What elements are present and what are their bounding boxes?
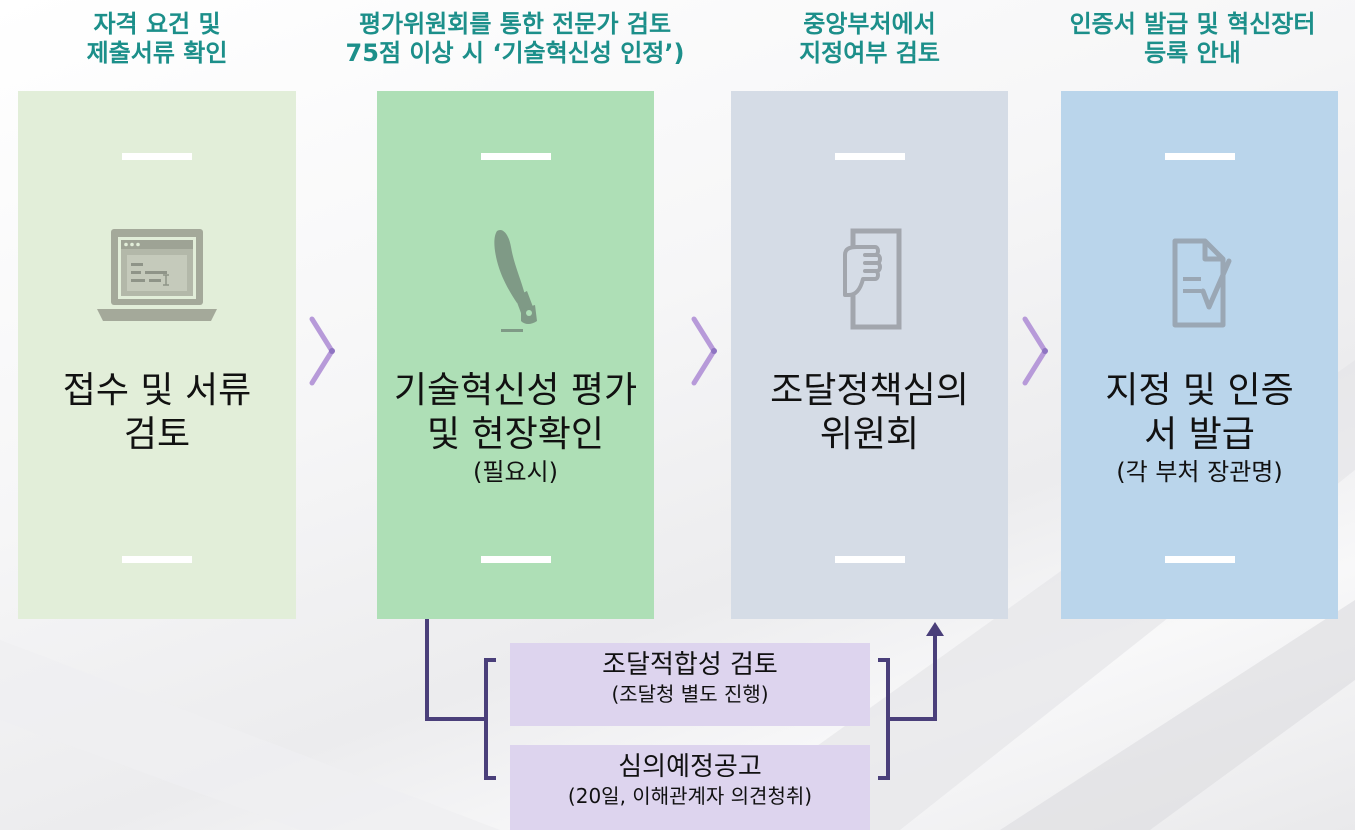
card-divider xyxy=(480,556,551,563)
parallel-box-suitability-review: 조달적합성 검토 (조달청 별도 진행) xyxy=(510,643,870,726)
laptop-icon xyxy=(97,229,217,321)
caption-step-2: 평가위원회를 통한 전문가 검토 75점 이상 시 ‘기술혁신성 인정’) xyxy=(345,10,685,67)
card-divider xyxy=(122,153,192,160)
card-divider xyxy=(834,556,905,563)
step-card-committee: 조달정책심의 위원회 xyxy=(731,91,1008,619)
step-title: 조달정책심의 위원회 xyxy=(770,370,969,455)
step-card-evaluation: 기술혁신성 평가 및 현장확인 (필요시) xyxy=(377,91,654,619)
chevron-right-icon xyxy=(309,316,335,386)
caption-step-4: 인증서 발급 및 혁신장터 등록 안내 xyxy=(1069,10,1316,67)
card-divider xyxy=(1164,153,1235,160)
step-subtitle: (각 부처 장관명) xyxy=(1116,458,1283,486)
pen-nib-icon xyxy=(493,229,537,332)
card-divider xyxy=(122,556,192,563)
step-subtitle: (필요시) xyxy=(473,458,558,486)
chevron-right-icon xyxy=(1022,316,1048,386)
caption-step-3: 중앙부처에서 지정여부 검토 xyxy=(799,10,940,67)
parallel-box-public-notice: 심의예정공고 (20일, 이해관계자 의견청취) xyxy=(510,745,870,830)
step-title: 접수 및 서류 검토 xyxy=(62,370,252,455)
card-divider xyxy=(834,153,905,160)
step-card-certification: 지정 및 인증 서 발급 (각 부처 장관명) xyxy=(1061,91,1338,619)
signed-document-icon xyxy=(1172,238,1231,328)
card-divider xyxy=(480,153,551,160)
step-title: 기술혁신성 평가 및 현장확인 (필요시) xyxy=(377,369,654,487)
caption-step-1: 자격 요건 및 제출서류 확인 xyxy=(86,10,228,67)
step-title: 지정 및 인증 서 발급 (각 부처 장관명) xyxy=(1061,369,1338,487)
card-divider xyxy=(1164,556,1235,563)
chevron-right-icon xyxy=(691,316,717,386)
step-card-reception: 접수 및 서류 검토 xyxy=(18,91,296,619)
hand-document-icon xyxy=(842,228,901,330)
